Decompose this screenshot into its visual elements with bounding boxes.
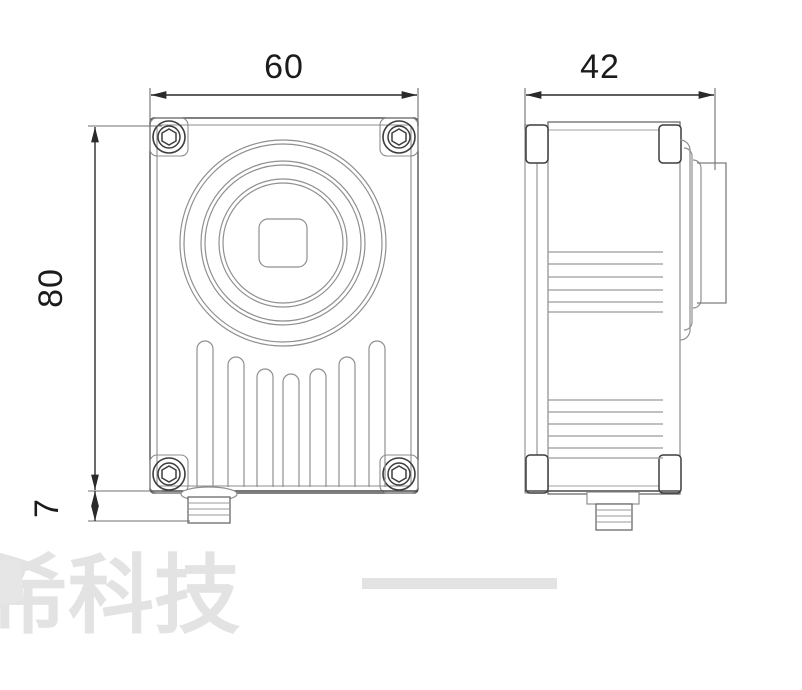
screw-inner-circle [387, 462, 411, 486]
side-boss-bottom-right [658, 454, 682, 494]
screw-inner-circle [157, 125, 181, 149]
side-fins-lower [548, 399, 663, 459]
screw-outer-circle [382, 457, 416, 491]
side-boss-top-right [658, 124, 682, 164]
side-lens-protrusion [679, 139, 727, 341]
heatsink-fin [256, 368, 274, 487]
side-view [524, 121, 727, 531]
lens-sensor-window [258, 218, 308, 268]
watermark-dash [362, 578, 557, 589]
side-connector [586, 491, 640, 531]
side-fins-upper [548, 251, 663, 313]
side-boss-top-left [525, 124, 549, 164]
dimension-80-group: 80 [32, 125, 162, 492]
front-body-outline [149, 117, 419, 494]
screw-outer-circle [152, 457, 186, 491]
dimension-42-group: 42 [524, 48, 716, 170]
lens-barrel-outer [679, 139, 691, 341]
connector-body [595, 503, 633, 531]
lens-ring-mid-2 [204, 164, 362, 322]
front-faceplate-outline [156, 124, 412, 487]
lens-front-ring-outer [692, 159, 702, 309]
lens-assembly [179, 139, 387, 347]
watermark-group: 希科技 [0, 546, 557, 646]
side-boss-bottom-left [525, 454, 549, 494]
lens-ring-inner-1 [218, 178, 348, 308]
corner-screw-top-left [149, 117, 189, 157]
hex-socket-icon [391, 128, 407, 146]
screw-pad [149, 117, 189, 157]
corner-screw-bottom-left [149, 454, 189, 494]
dimension-60-group: 60 [149, 48, 419, 126]
heatsink-fin [282, 373, 300, 487]
screw-pad [149, 454, 189, 494]
watermark-text: 希科技 [0, 546, 240, 646]
lens-ring-mid-1 [200, 160, 366, 326]
side-body-inner [547, 129, 681, 487]
lens-ring-outer-2 [183, 143, 383, 343]
screw-inner-circle [157, 462, 181, 486]
screw-outer-circle [382, 120, 416, 154]
screw-outer-circle [152, 120, 186, 154]
heatsink-fins [196, 340, 386, 487]
heatsink-fin [227, 356, 245, 487]
watermark-partial-char [0, 560, 24, 606]
corner-screw-top-right [379, 117, 419, 157]
front-view [149, 117, 419, 524]
dimension-80-label: 80 [32, 268, 70, 308]
dimension-7-label: 7 [28, 498, 66, 518]
hex-socket-icon [391, 465, 407, 483]
heatsink-fin [196, 340, 214, 487]
dimension-7-group: 7 [28, 491, 190, 522]
lens-ring-outer-1 [179, 139, 387, 347]
lens-front-cap [697, 162, 727, 304]
lens-ring-inner-2 [222, 182, 344, 304]
hex-socket-icon [161, 465, 177, 483]
dimension-60-label: 60 [264, 48, 304, 86]
corner-screw-bottom-right [379, 454, 419, 494]
hex-socket-icon [161, 128, 177, 146]
screw-inner-circle [387, 125, 411, 149]
heatsink-fin [338, 356, 356, 487]
lens-barrel-inner [683, 147, 693, 331]
heatsink-fin [368, 340, 386, 487]
screw-pad [379, 454, 419, 494]
connector-body [187, 496, 231, 524]
connector-flange [586, 491, 640, 505]
heatsink-fin [309, 368, 327, 487]
front-connector [180, 486, 238, 524]
dimension-42-label: 42 [580, 48, 620, 86]
screw-pad [379, 117, 419, 157]
